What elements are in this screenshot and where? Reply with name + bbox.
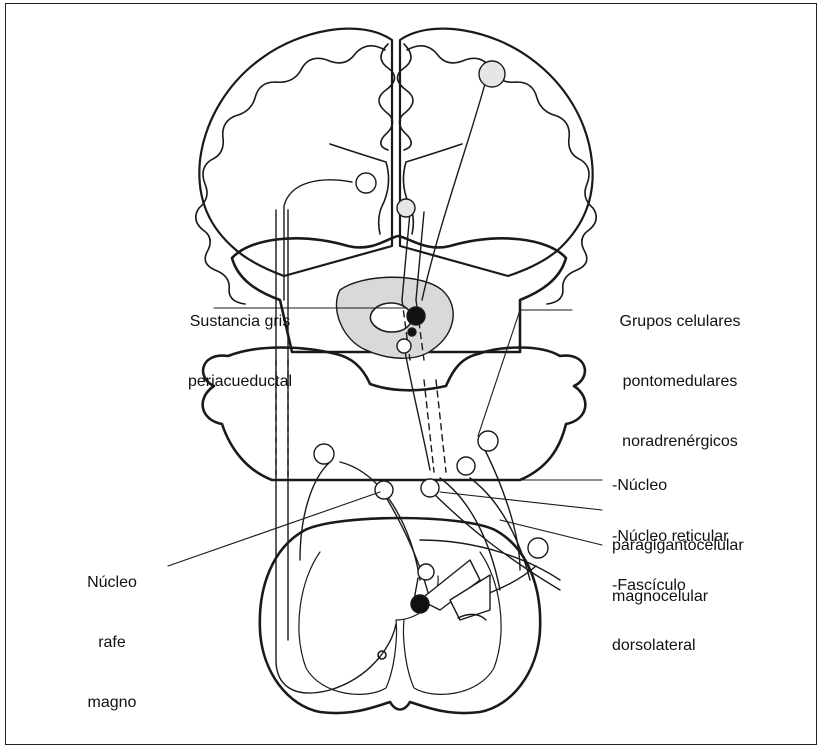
cortical-neuron xyxy=(356,173,376,193)
pag-neuron-dark xyxy=(407,307,425,325)
paragiganto-neuron xyxy=(457,457,475,475)
hypothalamic-neuron xyxy=(397,199,415,217)
label-line: -Fascículo xyxy=(612,576,696,596)
reticular-neuron xyxy=(421,479,439,497)
label-line: Núcleo xyxy=(87,573,137,593)
brain-outline xyxy=(196,29,596,304)
label-line: Sustancia gris xyxy=(188,312,292,332)
pag-neuron xyxy=(397,339,411,353)
spinal-cord-section xyxy=(260,518,540,713)
label-raphe-magnus: Núcleo rafe magno xyxy=(87,533,137,733)
lateral-neuron xyxy=(528,538,548,558)
label-line: Grupos celulares xyxy=(620,312,741,332)
label-line: rafe xyxy=(87,633,137,653)
label-line: dorsolateral xyxy=(612,636,696,656)
dorsal-horn-neuron xyxy=(418,564,434,580)
cortical-neuron xyxy=(479,61,505,87)
leader-reticular xyxy=(440,492,602,510)
noradrenergic-neuron xyxy=(478,431,498,451)
label-line: pontomedulares xyxy=(620,372,741,392)
label-dorsolateral-fasciculus: -Fascículo dorsolateral xyxy=(612,536,696,676)
label-line: periacueductal xyxy=(188,372,292,392)
label-periaqueductal-gray: Sustancia gris periacueductal xyxy=(188,272,292,412)
dorsal-horn-neuron-dark xyxy=(411,595,429,613)
noradrenergic-neuron xyxy=(314,444,334,464)
raphe-neuron xyxy=(375,481,393,499)
leader-raphe xyxy=(168,492,380,566)
pag-neuron-small xyxy=(408,328,416,336)
label-line: magno xyxy=(87,693,137,713)
